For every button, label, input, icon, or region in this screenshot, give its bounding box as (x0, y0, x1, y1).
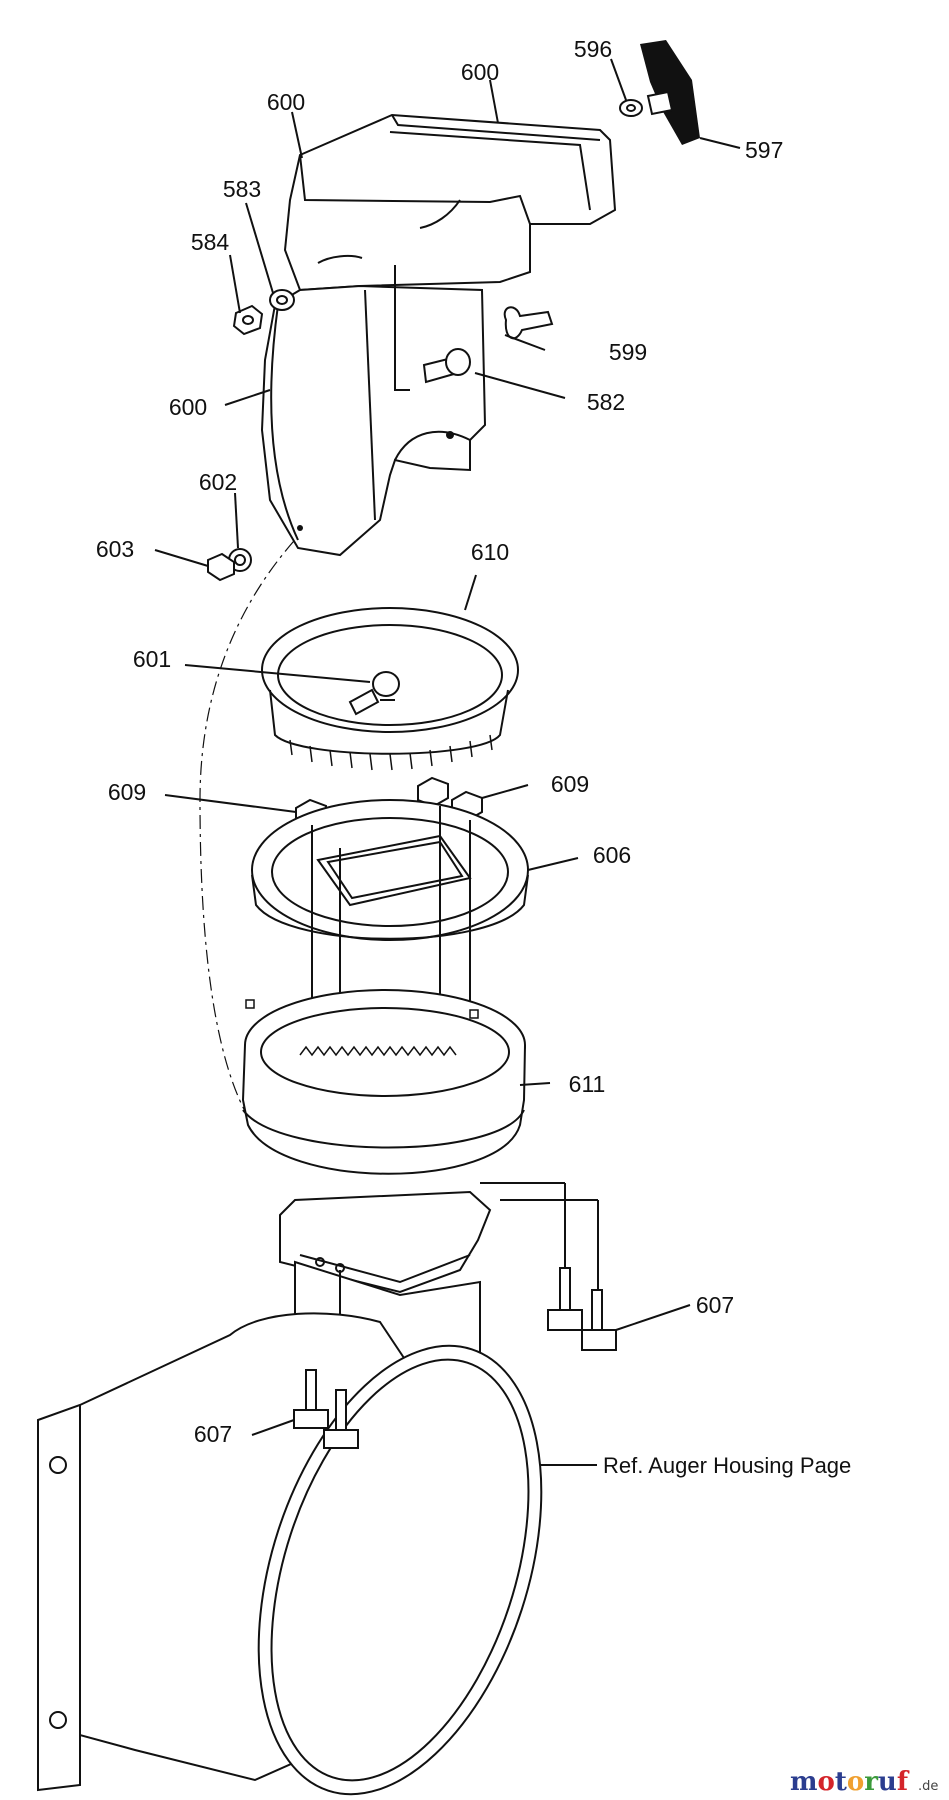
label-606: 606 (593, 842, 631, 868)
watermark-letter: o (847, 1767, 864, 1797)
watermark-letter: u (878, 1767, 897, 1797)
hardware-602-603 (207, 548, 252, 582)
bracket-plate (251, 799, 529, 941)
label-596: 596 (574, 36, 612, 62)
label-600-top: 600 (461, 59, 499, 85)
watermark-letter: o (818, 1767, 835, 1797)
label-603: 603 (96, 536, 134, 562)
label-607-right: 607 (696, 1292, 734, 1318)
gear-ring (241, 989, 526, 1175)
chute-deflector (283, 113, 617, 292)
label-597: 597 (745, 137, 783, 163)
watermark-logo: motoruf .de (790, 1767, 938, 1797)
label-601: 601 (133, 646, 171, 672)
label-610: 610 (471, 539, 509, 565)
watermark-letter: f (897, 1767, 910, 1797)
watermark-letter: r (864, 1767, 878, 1797)
svg-text:motoruf: motoruf (790, 1767, 910, 1797)
label-600-left: 600 (267, 89, 305, 115)
hardware-596-597 (619, 40, 700, 145)
label-602: 602 (199, 469, 237, 495)
label-609-right: 609 (551, 771, 589, 797)
watermark-letter: m (790, 1767, 818, 1797)
label-583: 583 (223, 176, 261, 202)
label-607-left: 607 (194, 1421, 232, 1447)
label-600-side: 600 (169, 394, 207, 420)
hardware-583-584 (232, 289, 295, 336)
label-584: 584 (191, 229, 230, 255)
reference-note: Ref. Auger Housing Page (603, 1453, 851, 1478)
bolts-607 (293, 1267, 617, 1449)
watermark-suffix: .de (918, 1779, 938, 1794)
label-599: 599 (609, 339, 647, 365)
bolt-601 (348, 671, 400, 716)
chute-side-panel (260, 284, 487, 557)
label-609-left: 609 (108, 779, 146, 805)
label-582: 582 (587, 389, 625, 415)
upper-ring (261, 607, 519, 771)
label-611: 611 (569, 1071, 606, 1097)
watermark-letter: t (835, 1767, 847, 1797)
leader-lines (154, 58, 741, 1466)
hardware-599-582 (422, 306, 554, 384)
